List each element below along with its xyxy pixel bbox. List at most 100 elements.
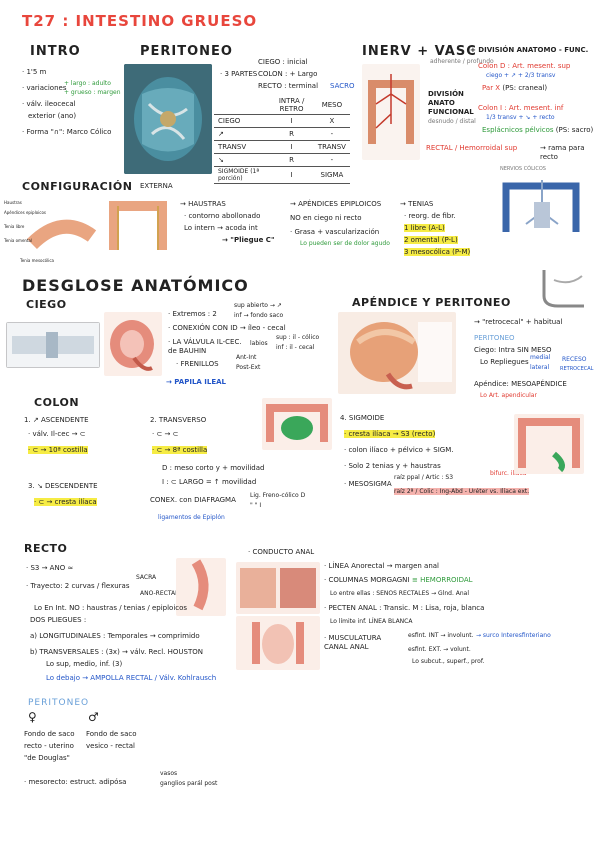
par-x: Par X (PS: craneal)	[482, 84, 547, 93]
table-cell: I	[269, 166, 314, 184]
colon-i-sub: 1/3 transv + ↘ + recto	[486, 114, 555, 121]
recto-line-8: Lo debajo → AMPOLLA RECTAL / Válv. Kohlr…	[46, 674, 217, 682]
table-row: TRANSV I TRANSV	[214, 140, 350, 154]
colon-lig-2: " " I	[250, 502, 262, 509]
ciego-valvula-sup: sup : il - cólico	[276, 334, 320, 341]
conducto-4: · PECTEN ANAL : Transic. M : Lisa, roja,…	[324, 604, 485, 612]
table-row: CIEGO I X	[214, 114, 350, 128]
inerv-heading: INERV + VASC	[362, 44, 477, 59]
inerv-heading-suffix: + DIVISIÓN ANATOMO - FUNC.	[470, 46, 589, 54]
apendices-2: NO en ciego ni recto	[290, 214, 362, 222]
conducto-hemorroidal: ≡ HEMORROIDAL	[412, 576, 473, 584]
ciego-extremos-note-2: inf → fondo saco	[234, 312, 284, 319]
ciego-valvula-inf: inf : il - cecal	[276, 344, 315, 351]
apendice-retrocecal: → "retrocecal" + habitual	[474, 318, 563, 326]
table-header	[214, 96, 270, 115]
colon-desc-1: 3. ↘ DESCENDENTE	[28, 482, 98, 490]
rectal-hemorroidal: RECTAL / Hemorroidal sup	[426, 144, 518, 152]
ciego-frenillos-post: Post-Ext	[236, 364, 261, 371]
ciego-diagram	[6, 322, 100, 368]
intro-line-4: exterior (ano)	[28, 112, 77, 120]
recto-curva-1: SACRA	[136, 574, 157, 581]
colon-d: Colon D : Art. mesent. sup	[478, 62, 570, 71]
ciego-valvula: · LA VÁLVULA IL-CEC. de BAUHIN	[168, 338, 242, 355]
haustras-4: → "Pliegue C"	[222, 236, 275, 244]
tenias-2: · reorg. de fibr.	[404, 212, 456, 220]
mesorecto: · mesorecto: estruct. adipósa	[24, 778, 127, 786]
table-header: MESO	[313, 96, 350, 115]
tenias-3-text: 1 libre (A-L)	[404, 224, 445, 232]
esplacnicos-text: Esplácnicos pélvicos	[482, 126, 554, 134]
colon-transverso-image	[262, 398, 332, 450]
female-1: Fondo de saco	[24, 730, 75, 738]
intro-note-2: + grueso : margen	[64, 89, 121, 96]
intro-line-1: · 1'5 m	[22, 68, 47, 76]
vascular-colon-image	[362, 64, 420, 160]
colon-d-sub: ciego + ↗ + 2/3 transv	[486, 72, 556, 79]
inerv-top-note: adherente / profundo	[430, 58, 494, 65]
table-cell: TRANSV	[313, 140, 350, 154]
par-x-note: (PS: craneal)	[502, 84, 548, 92]
mesorecto-note-1: vasos	[160, 770, 178, 777]
tenias-4: 2 omental (P-L)	[404, 236, 458, 245]
intro-line-2: · variaciones	[22, 84, 67, 92]
colon-desc-2: · ⊂ → cresta ilíaca	[34, 498, 97, 507]
table-cell: CIEGO	[214, 114, 270, 128]
male-symbol: ♂	[88, 710, 99, 724]
colon-transv-2: · ⊂ → ⊂	[152, 430, 179, 438]
mesosigma-note-2: raíz 2ª / Colic : Ing-Abd - Uréter vs. I…	[394, 488, 530, 496]
table-cell: R	[269, 153, 314, 167]
colon-i: Colon I : Art. mesent. inf	[478, 104, 563, 113]
ciego-image	[104, 312, 162, 376]
colon-transv-7: ligamentos de Epiplón	[158, 514, 225, 521]
colon-transv-3: · ⊂ → 8ª costilla	[152, 446, 208, 455]
ciego-conexion: · CONEXIÓN CON ID → íleo - cecal	[168, 324, 286, 332]
table-cell: -	[313, 127, 350, 141]
conducto-7: esfint. INT → involunt.	[408, 632, 474, 639]
apendices-1: → APÉNDICES EPIPLOICOS	[290, 200, 382, 208]
table-cell: I	[269, 114, 314, 128]
apendices-3: · Grasa + vascularización	[290, 228, 380, 236]
diagram-label-tenia-libre: Tenia libre	[4, 224, 25, 229]
apendice-repliegues: Lo Repliegues	[480, 358, 529, 366]
table-row: ↘ R -	[214, 153, 350, 167]
tenias-4-text: 2 omental (P-L)	[404, 236, 458, 244]
conducto-8: esfint. EXT. → volunt.	[408, 646, 471, 653]
conducto-9: Lo subcut., superf., prof.	[412, 658, 485, 665]
partes-item-3: RECTO : terminal	[258, 82, 319, 90]
table-cell: R	[269, 127, 314, 141]
female-2: recto - uterino	[24, 742, 74, 750]
apendice-repliegue-lateral: lateral	[530, 364, 550, 371]
colon-lig-1: Lig. Freno-cólico D	[250, 492, 306, 499]
diagram-label-tenia-omental: Tenia omental	[4, 238, 33, 243]
colon-asc-3: · ⊂ → 10ª costilla	[28, 446, 88, 455]
apendice-receso-1: RECESO	[562, 356, 587, 363]
haustras-3: Lo intern → acoda int	[184, 224, 258, 232]
table-header: INTRA / RETRO	[269, 96, 314, 115]
recto-line-3: Lo En Int. NO : haustras / tenias / epip…	[34, 604, 188, 612]
apendice-arteria: Lo Art. apendicular	[480, 392, 537, 399]
conducto-5: Lo límite inf. LÍNEA BLANCA	[330, 618, 413, 625]
config-heading: CONFIGURACIÓN	[22, 180, 133, 193]
ciego-frenillos: · FRENILLOS	[176, 360, 219, 368]
tenias-5: 3 mesocólica (P-M)	[404, 248, 471, 257]
apendice-receso-2: RETROCECAL	[560, 366, 594, 372]
apendice-diagram	[524, 266, 592, 310]
intro-line-5: · Forma "∩": Marco Cólico	[22, 128, 112, 136]
config-external-image	[22, 194, 174, 258]
table-header-row: INTRA / RETRO MESO	[214, 96, 350, 115]
female-3: "de Douglas"	[24, 754, 70, 762]
config-heading-suffix: EXTERNA	[140, 182, 173, 190]
recto-line-6: b) TRANSVERSALES : (3x) → válv. Recl. HO…	[30, 648, 203, 656]
partes-item-2: COLON : + Largo	[258, 70, 318, 78]
division-label: DIVISIÓN ANATO FUNCIONAL	[428, 90, 474, 116]
recto-image	[176, 558, 226, 616]
table-cell: SIGMA	[313, 166, 350, 184]
intro-note-1: + largo : adulto	[64, 80, 111, 87]
ciego-frenillos-ant: Ant-Int	[236, 354, 257, 361]
inerv-distal: desnudo / distal	[428, 118, 476, 125]
diagram-label-haustras: Haustras	[4, 200, 22, 205]
table-cell: ↗	[214, 127, 270, 141]
page-title: T27 : INTESTINO GRUESO	[22, 12, 258, 30]
peritoneo-heading: PERITONEO	[140, 44, 233, 59]
